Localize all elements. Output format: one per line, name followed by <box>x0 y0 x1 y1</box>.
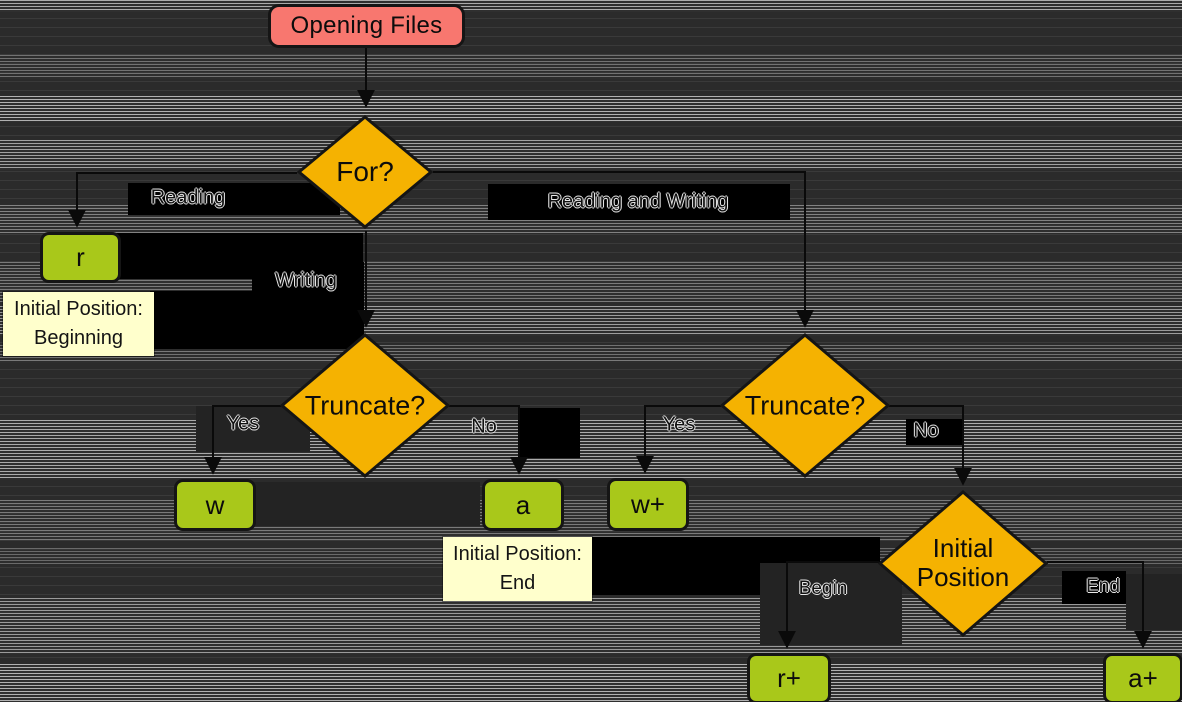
decision-initial-position: Initial Position <box>878 490 1048 637</box>
note-beginning-line2: Beginning <box>34 327 123 349</box>
edge-label-initial-begin: Begin <box>798 578 848 599</box>
mode-box-w-plus-label: w+ <box>631 489 665 519</box>
mode-box-r-plus: r+ <box>747 653 831 702</box>
edge-label-truncate-left-yes: Yes <box>226 412 260 435</box>
edge-initial-begin <box>778 561 879 649</box>
glitch-patch <box>252 482 480 526</box>
note-end-line1: Initial Position: <box>453 543 582 565</box>
glitch-patch <box>252 262 364 304</box>
mode-box-w: w <box>174 479 256 531</box>
edge-label-initial-end: End <box>1086 576 1120 597</box>
mode-box-r-plus-label: r+ <box>777 663 801 693</box>
edge-label-writing: Writing <box>275 269 337 292</box>
start-node-opening-files: Opening Files <box>268 4 465 48</box>
start-node-label: Opening Files <box>290 12 443 39</box>
glitch-patch <box>518 408 580 458</box>
mode-box-a-plus-label: a+ <box>1128 663 1158 693</box>
edge-truncate-right-no <box>889 405 972 486</box>
mode-box-r-label: r <box>76 242 85 272</box>
edge-initial-end <box>1047 561 1152 649</box>
note-initial-position-beginning: Initial Position: Beginning <box>3 292 154 356</box>
decision-truncate-right-label: Truncate? <box>744 389 866 420</box>
glitch-patch <box>906 419 964 445</box>
glitch-patch <box>1062 571 1126 604</box>
mode-box-r: r <box>40 232 121 283</box>
edge-label-truncate-right-no: No <box>913 419 939 442</box>
decision-truncate-left: Truncate? <box>280 333 450 478</box>
glitch-patch <box>128 183 340 215</box>
edge-label-reading-and-writing: Reading and Writing <box>547 190 729 213</box>
mode-box-a: a <box>482 479 564 531</box>
mode-box-w-plus: w+ <box>607 478 689 531</box>
decision-initial-position-label: Initial Position <box>916 532 1010 593</box>
note-beginning-line1: Initial Position: <box>14 298 143 320</box>
edge-label-reading: Reading <box>150 186 226 209</box>
decision-for-label: For? <box>336 155 394 187</box>
note-end-line2: End <box>499 572 536 594</box>
glitch-patch <box>1126 574 1182 630</box>
decision-truncate-right: Truncate? <box>720 333 890 478</box>
mode-box-a-label: a <box>515 489 531 520</box>
edge-label-truncate-left-no: No <box>471 415 497 438</box>
mode-box-a-plus: a+ <box>1103 653 1182 702</box>
edge-label-truncate-right-yes: Yes <box>662 413 696 436</box>
mode-box-w-label: w <box>205 489 225 520</box>
note-initial-position-end: Initial Position: End <box>443 537 592 601</box>
decision-truncate-left-label: Truncate? <box>304 389 426 420</box>
glitch-patch <box>488 184 790 220</box>
decision-for: For? <box>297 115 433 229</box>
